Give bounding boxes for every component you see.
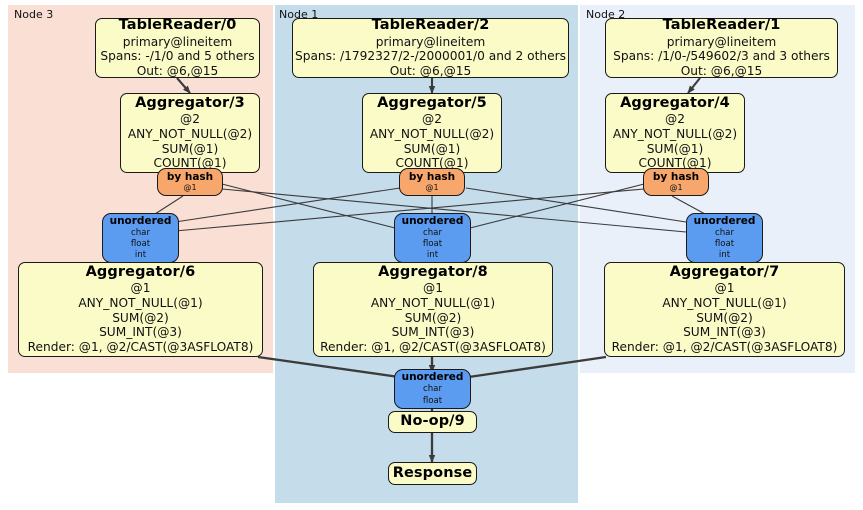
node-line: SUM(@1): [403, 141, 461, 156]
node-line: COUNT(@1): [638, 156, 712, 171]
node-line: SUM(@2): [112, 310, 169, 325]
node-line: @2: [665, 112, 685, 127]
sync-title: unordered: [109, 214, 172, 227]
router-line: @1: [669, 183, 683, 193]
node-title: Aggregator/8: [378, 264, 488, 281]
node-title: TableReader/1: [662, 17, 781, 34]
sync-title: unordered: [401, 371, 464, 384]
node-title: Aggregator/5: [377, 95, 487, 112]
sync-line: float: [422, 238, 443, 249]
node-line: Render: @1, @2/CAST(@3ASFLOAT8): [611, 340, 838, 355]
panel-node1-label: Node 1: [279, 8, 319, 21]
node-aggregator-8[interactable]: Aggregator/8 @1 ANY_NOT_NULL(@1) SUM(@2)…: [313, 262, 553, 357]
sync-line: int: [718, 250, 731, 261]
router-line: @1: [425, 183, 439, 193]
sync-line: char: [131, 227, 150, 238]
sync-title: unordered: [401, 214, 464, 227]
node-line: ANY_NOT_NULL(@2): [369, 126, 495, 141]
sync-line: char: [423, 227, 442, 238]
node-line: COUNT(@1): [395, 156, 469, 171]
panel-node2-label: Node 2: [586, 8, 626, 21]
node-aggregator-5[interactable]: Aggregator/5 @2 ANY_NOT_NULL(@2) SUM(@1)…: [362, 93, 502, 173]
sync-line: char: [715, 227, 734, 238]
node-noop-9[interactable]: No-op/9: [388, 411, 477, 433]
node-title: Aggregator/6: [85, 264, 196, 281]
node-line: @1: [714, 281, 735, 296]
router-title: by hash: [408, 171, 456, 184]
sync-title: unordered: [693, 214, 756, 227]
sync-line: char: [423, 384, 442, 395]
node-line: COUNT(@1): [153, 156, 227, 171]
output-router-by-hash-left[interactable]: by hash @1: [157, 168, 223, 196]
panel-node3-label: Node 3: [14, 8, 54, 21]
node-line: ANY_NOT_NULL(@1): [370, 296, 496, 311]
node-line: @1: [423, 281, 443, 296]
node-line: Out: @6,@15: [680, 63, 763, 78]
input-sync-unordered-final[interactable]: unordered char float: [394, 369, 471, 409]
router-title: by hash: [166, 171, 214, 184]
node-line: Render: @1, @2/CAST(@3ASFLOAT8): [27, 340, 254, 355]
node-line: ANY_NOT_NULL(@1): [662, 296, 787, 311]
sync-line: int: [426, 250, 439, 261]
input-sync-unordered-right[interactable]: unordered char float int: [686, 213, 763, 263]
node-tablereader-1[interactable]: TableReader/1 primary@lineitem Spans: /1…: [605, 17, 838, 78]
sync-line: float: [422, 395, 443, 406]
node-title: TableReader/0: [118, 17, 237, 34]
node-line: @2: [180, 112, 200, 127]
node-line: SUM(@2): [404, 310, 462, 325]
node-line: ANY_NOT_NULL(@2): [127, 126, 253, 141]
node-tablereader-0[interactable]: TableReader/0 primary@lineitem Spans: -/…: [95, 17, 260, 78]
output-router-by-hash-center[interactable]: by hash @1: [399, 168, 465, 196]
node-line: SUM_INT(@3): [99, 325, 182, 340]
node-line: Out: @6,@15: [389, 63, 472, 78]
node-line: ANY_NOT_NULL(@2): [612, 126, 738, 141]
input-sync-unordered-center[interactable]: unordered char float int: [394, 213, 471, 263]
node-line: ANY_NOT_NULL(@1): [78, 296, 203, 311]
node-aggregator-3[interactable]: Aggregator/3 @2 ANY_NOT_NULL(@2) SUM(@1)…: [120, 93, 260, 173]
node-title: TableReader/2: [371, 17, 490, 34]
node-title: Aggregator/4: [620, 95, 730, 112]
node-line: Spans: /1792327/2-/2000001/0 and 2 other…: [294, 49, 566, 64]
sync-line: int: [134, 250, 147, 261]
router-line: @1: [183, 183, 197, 193]
output-router-by-hash-right[interactable]: by hash @1: [643, 168, 709, 196]
node-line: primary@lineitem: [122, 34, 233, 49]
input-sync-unordered-left[interactable]: unordered char float int: [102, 213, 179, 263]
node-line: SUM(@2): [696, 310, 753, 325]
node-title: Aggregator/7: [669, 264, 780, 281]
node-title: No-op/9: [400, 413, 465, 430]
node-line: Spans: /1/0-/549602/3 and 3 others: [613, 49, 830, 64]
node-line: SUM_INT(@3): [683, 325, 766, 340]
node-line: @2: [422, 112, 442, 127]
node-line: SUM(@1): [161, 141, 219, 156]
node-line: SUM(@1): [646, 141, 704, 156]
node-aggregator-6[interactable]: Aggregator/6 @1 ANY_NOT_NULL(@1) SUM(@2)…: [18, 262, 263, 357]
node-line: SUM_INT(@3): [391, 325, 475, 340]
node-tablereader-2[interactable]: TableReader/2 primary@lineitem Spans: /1…: [292, 17, 569, 78]
node-response[interactable]: Response: [388, 462, 477, 485]
node-line: Spans: -/1/0 and 5 others: [100, 49, 255, 64]
node-aggregator-7[interactable]: Aggregator/7 @1 ANY_NOT_NULL(@1) SUM(@2)…: [604, 262, 845, 357]
node-aggregator-4[interactable]: Aggregator/4 @2 ANY_NOT_NULL(@2) SUM(@1)…: [605, 93, 745, 173]
node-line: @1: [130, 281, 151, 296]
node-line: Render: @1, @2/CAST(@3ASFLOAT8): [320, 340, 546, 355]
sync-line: float: [714, 238, 735, 249]
node-line: primary@lineitem: [666, 34, 777, 49]
node-line: Out: @6,@15: [136, 63, 219, 78]
sync-line: float: [130, 238, 151, 249]
node-line: primary@lineitem: [375, 34, 486, 49]
router-title: by hash: [652, 171, 700, 184]
node-title: Aggregator/3: [135, 95, 245, 112]
node-title: Response: [392, 464, 473, 481]
